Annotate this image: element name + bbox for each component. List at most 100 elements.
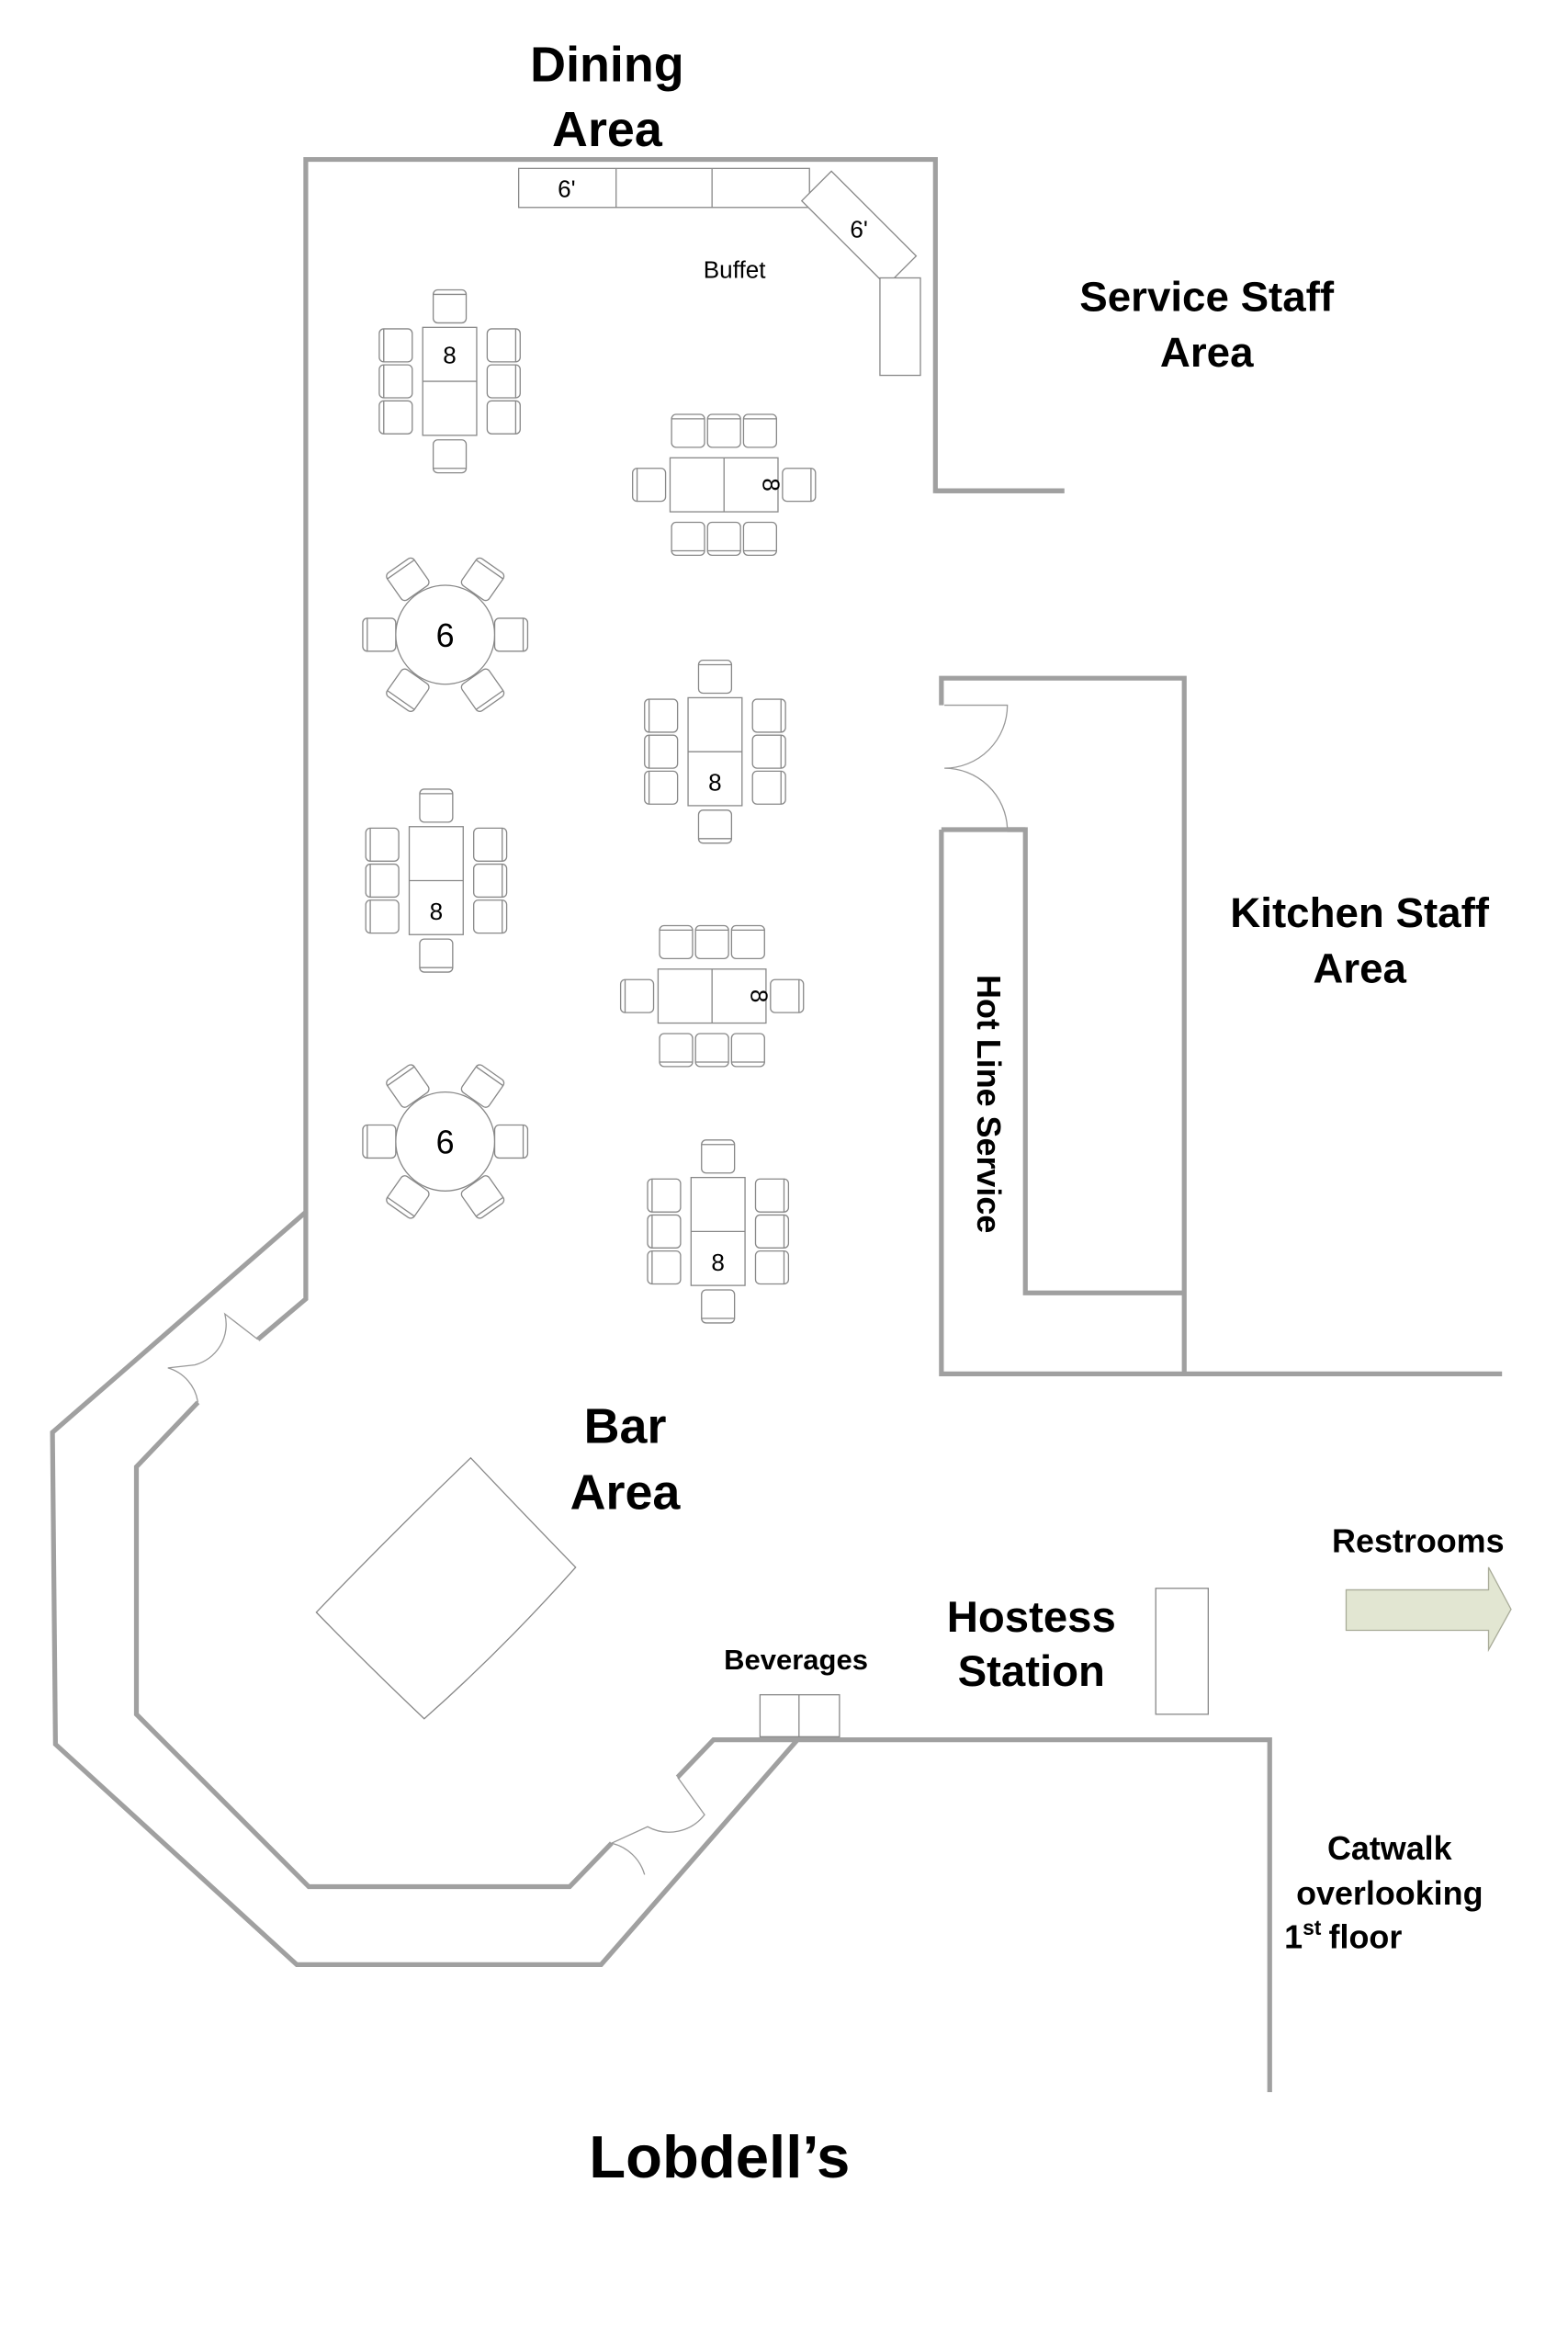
doors xyxy=(167,704,1009,1875)
chair xyxy=(730,1033,765,1068)
chair xyxy=(386,1175,430,1219)
chair xyxy=(365,863,400,899)
bar xyxy=(315,1456,1209,1737)
table-1: 8 xyxy=(378,288,521,474)
chair xyxy=(473,899,508,934)
buffet-corner-table xyxy=(800,170,918,287)
table-capacity: 6 xyxy=(436,1125,455,1161)
chair xyxy=(694,1033,729,1068)
beverages-label: Beverages xyxy=(724,1644,868,1676)
buffet-corner-size-label: 6' xyxy=(850,215,868,243)
chair xyxy=(644,770,679,805)
table-capacity: 8 xyxy=(711,1249,725,1276)
chair xyxy=(632,468,667,503)
service-label-1: Service Staff xyxy=(1079,273,1335,320)
restaurant-title: Lobdell’s xyxy=(589,2123,850,2190)
catwalk-label-3: 1 xyxy=(1284,1918,1303,1955)
bar-label-2: Area xyxy=(570,1464,682,1520)
chair xyxy=(419,938,454,973)
kitchen-wall xyxy=(939,675,1503,1377)
bar-counter xyxy=(315,1456,577,1720)
chair xyxy=(486,400,521,435)
chair xyxy=(671,413,705,448)
hostess-stand xyxy=(1155,1588,1209,1715)
chair xyxy=(493,617,529,652)
chair xyxy=(742,521,777,557)
catwalk-label-4: floor xyxy=(1329,1918,1403,1955)
chair xyxy=(751,734,786,769)
beverages-table xyxy=(759,1693,840,1737)
table-capacity: 8 xyxy=(708,769,722,797)
dining-label-2: Area xyxy=(552,102,663,157)
table-3: 6 xyxy=(362,557,529,712)
catwalk-label-2: overlooking xyxy=(1296,1875,1483,1912)
chair xyxy=(770,978,805,1013)
chair xyxy=(644,734,679,769)
table-5: 8 xyxy=(365,788,508,973)
chair xyxy=(701,1139,736,1174)
catwalk-label-1: Catwalk xyxy=(1327,1830,1452,1867)
bar-door-upper[interactable] xyxy=(167,1312,259,1403)
chair xyxy=(362,1124,397,1159)
chair xyxy=(378,364,413,399)
table-capacity: 8 xyxy=(746,989,773,1003)
chair xyxy=(644,698,679,733)
chair xyxy=(730,924,765,960)
chair xyxy=(419,788,454,823)
buffet-side-table xyxy=(879,277,921,377)
buffet-table xyxy=(517,167,810,209)
table-6: 8 xyxy=(619,924,805,1068)
chair xyxy=(486,364,521,399)
walls xyxy=(50,156,1503,2093)
restrooms-label: Restrooms xyxy=(1332,1523,1504,1560)
chair xyxy=(460,1175,505,1219)
chair xyxy=(473,863,508,899)
hostess-label-2: Station xyxy=(958,1647,1105,1696)
restrooms-arrow[interactable] xyxy=(1345,1566,1512,1653)
chair xyxy=(782,468,817,503)
arrow-right-icon[interactable] xyxy=(1345,1566,1512,1653)
chair xyxy=(694,924,729,960)
table-capacity: 8 xyxy=(430,898,444,925)
dining-wall xyxy=(50,156,1272,2093)
chair xyxy=(754,1214,790,1249)
table-capacity: 6 xyxy=(436,617,455,654)
chair xyxy=(486,328,521,363)
bar-label-1: Bar xyxy=(584,1398,667,1453)
chair xyxy=(754,1178,790,1213)
chair xyxy=(697,659,733,695)
bar-door-lower[interactable] xyxy=(609,1777,705,1875)
table-2: 8 xyxy=(632,413,817,557)
hot-line-label: Hot Line Service xyxy=(970,975,1007,1233)
dining-label-1: Dining xyxy=(530,38,683,93)
chair xyxy=(386,1064,430,1108)
chair xyxy=(432,288,468,324)
hostess-label-1: Hostess xyxy=(947,1593,1116,1642)
chair xyxy=(659,924,694,960)
chair xyxy=(659,1033,694,1068)
bar-inner-wall-c xyxy=(675,1736,798,1780)
kitchen-door[interactable] xyxy=(944,704,1009,829)
chair xyxy=(378,400,413,435)
chair xyxy=(706,521,741,557)
chair xyxy=(647,1250,682,1285)
chair xyxy=(619,978,655,1013)
chair xyxy=(701,1289,736,1324)
table-4: 8 xyxy=(644,659,786,844)
table-8: 8 xyxy=(647,1139,790,1324)
service-label-2: Area xyxy=(1160,329,1254,376)
table-capacity: 8 xyxy=(443,341,457,368)
kitchen-label-1: Kitchen Staff xyxy=(1230,889,1490,936)
chair xyxy=(378,328,413,363)
chair xyxy=(751,698,786,733)
buffet: 6' 6' Buffet xyxy=(517,167,921,377)
hot-line-wall xyxy=(1007,827,1185,1295)
chair xyxy=(647,1214,682,1249)
